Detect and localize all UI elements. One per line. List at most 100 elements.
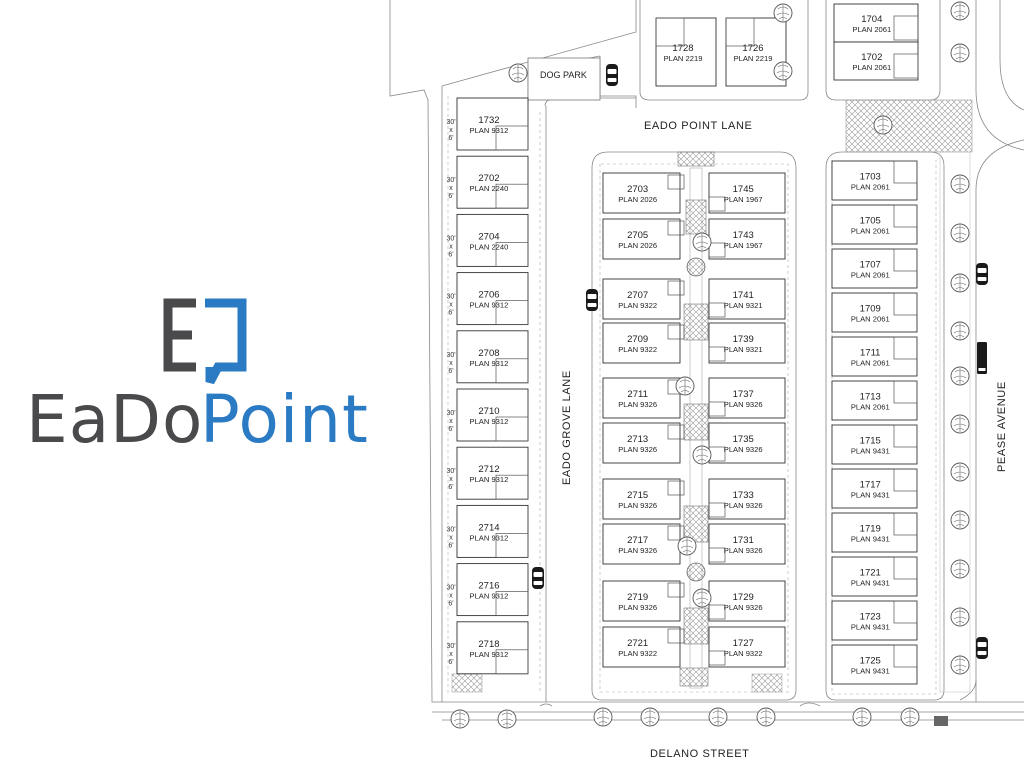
lot-number: 2703 — [627, 184, 648, 195]
lot-number: 2707 — [627, 290, 648, 301]
lot-plan: PLAN 9431 — [851, 579, 890, 588]
easement-line3: 6' — [448, 310, 453, 317]
lot-plan: PLAN 2240 — [470, 184, 509, 193]
easement-note: 30'x6' — [446, 352, 455, 375]
easement-note: 30'x6' — [446, 585, 455, 608]
lot-plan: PLAN 2061 — [851, 227, 890, 236]
lot-plan: PLAN 9312 — [470, 592, 509, 601]
tree-icon — [708, 707, 728, 727]
easement-line1: 30' — [446, 235, 455, 242]
lot-plan: PLAN 9312 — [470, 126, 509, 135]
lot-plan: PLAN 9326 — [724, 400, 763, 409]
tree-icon — [497, 709, 517, 729]
tree-icon — [950, 559, 970, 579]
lot-number: 1705 — [860, 216, 881, 227]
hatched-plaza — [845, 99, 973, 153]
easement-note: 30'x6' — [446, 526, 455, 549]
lot-plan: PLAN 9326 — [618, 501, 657, 510]
easement-line1: 30' — [446, 410, 455, 417]
lot-number: 2719 — [627, 592, 648, 603]
lot-plan: PLAN 9321 — [724, 301, 763, 310]
lot-plan: PLAN 9326 — [618, 400, 657, 409]
tree-icon — [852, 707, 872, 727]
easement-line2: x — [449, 127, 453, 134]
tree-icon — [640, 707, 660, 727]
lot-number: 2717 — [627, 535, 648, 546]
lot-number: 2704 — [478, 231, 499, 242]
lot-number: 2714 — [478, 522, 499, 533]
lot-plan: PLAN 9326 — [724, 603, 763, 612]
lot-number: 2709 — [627, 334, 648, 345]
easement-line1: 30' — [446, 585, 455, 592]
lot-plan: PLAN 2061 — [852, 63, 891, 72]
lot-number: 1732 — [478, 115, 499, 126]
lot-plan: PLAN 2061 — [851, 315, 890, 324]
tree-icon — [900, 707, 920, 727]
easement-line2: x — [449, 185, 453, 192]
lot-number: 2702 — [478, 173, 499, 184]
easement-line2: x — [449, 476, 453, 483]
lot-number: 2706 — [478, 290, 499, 301]
lot-number: 2721 — [627, 638, 648, 649]
tree-icon — [950, 321, 970, 341]
easement-line3: 6' — [448, 601, 453, 608]
easement-line2: x — [449, 302, 453, 309]
lot-plan: PLAN 2061 — [852, 25, 891, 34]
tree-icon — [950, 223, 970, 243]
lot-number: 1737 — [733, 389, 754, 400]
street-west: EADO GROVE LANE — [561, 370, 573, 485]
lot-number: 1731 — [733, 535, 754, 546]
tree-icon — [756, 707, 776, 727]
lot-number: 1704 — [861, 14, 882, 25]
easement-line1: 30' — [446, 177, 455, 184]
tree-icon — [873, 115, 893, 135]
lot-plan: PLAN 9322 — [724, 649, 763, 658]
tree-icon — [950, 43, 970, 63]
